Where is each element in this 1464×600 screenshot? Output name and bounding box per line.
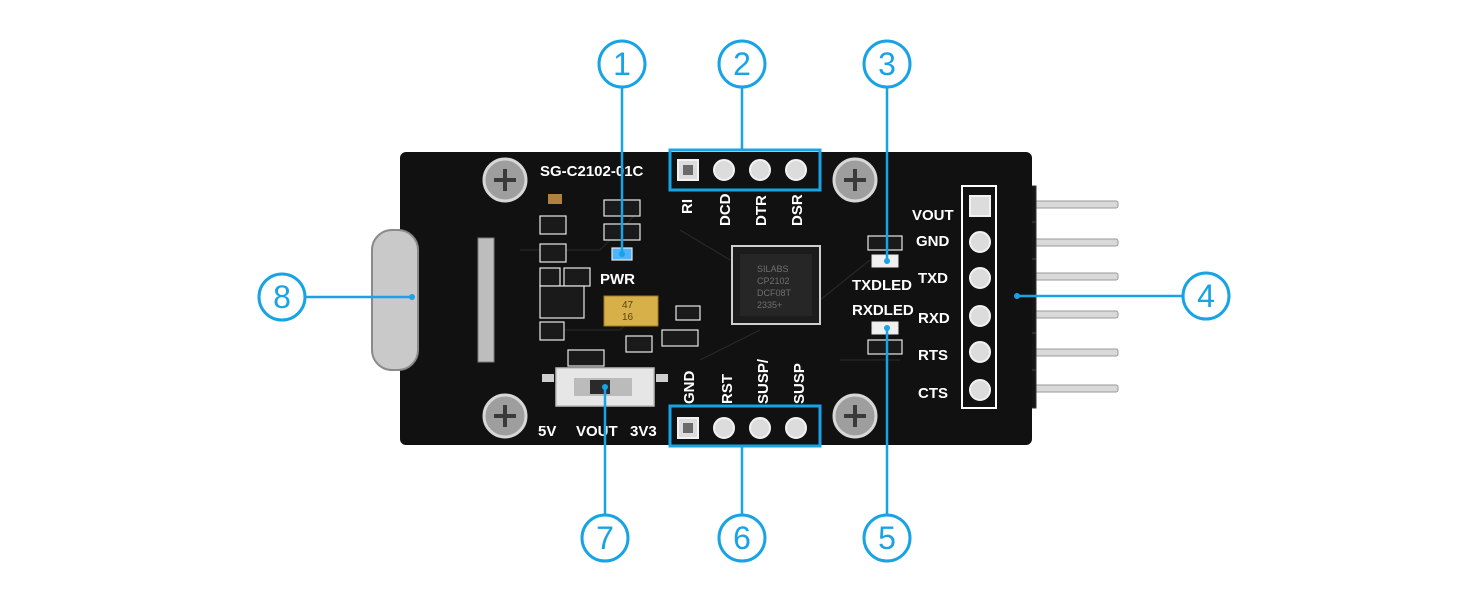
right-header-pads (969, 195, 991, 401)
cap-text-2: 16 (622, 312, 634, 323)
pin-shaft (1029, 238, 1119, 247)
header-pad (785, 159, 807, 181)
pin-label-rxd: RXD (918, 310, 950, 327)
pin-label-dsr: DSR (789, 194, 806, 226)
pin-label-vout: VOUT (912, 207, 954, 224)
callout-6: 6 (717, 513, 767, 563)
header-pad (969, 379, 991, 401)
header-pad (969, 267, 991, 289)
pin-shaft (1029, 384, 1119, 393)
switch-label-vout: VOUT (576, 423, 618, 440)
callout-number: 5 (878, 520, 896, 556)
tantalum-capacitor: 47 16 (603, 295, 659, 327)
callout-number: 6 (733, 520, 751, 556)
callout-8: 8 (257, 272, 307, 322)
txled-label: TXDLED (852, 277, 912, 294)
board-model: SG-C2102-01C (540, 163, 644, 180)
callout-3: 3 (862, 39, 912, 89)
pin-label-gnd-right: GND (916, 233, 950, 250)
pin-label-gnd: GND (681, 371, 698, 405)
mounting-screw (482, 157, 528, 203)
cp2102-chip: SILABS CP2102 DCF08T 2335+ (731, 245, 821, 325)
pin-label-dtr: DTR (753, 195, 770, 226)
cap-text-1: 47 (622, 300, 634, 311)
callout-number: 3 (878, 46, 896, 82)
pwr-label: PWR (600, 271, 635, 288)
chip-text-1: SILABS (757, 264, 789, 274)
pin-label-rts: RTS (918, 347, 948, 364)
switch-label-5v: 5V (538, 423, 556, 440)
callout-number: 4 (1197, 278, 1215, 314)
pin-label-ri: RI (679, 199, 696, 214)
header-pad (713, 159, 735, 181)
pin-label-susp: SUSP (791, 363, 808, 404)
callout-4: 4 (1181, 271, 1231, 321)
callout-1: 1 (597, 39, 647, 89)
rxled-label: RXDLED (852, 302, 914, 319)
pin-label-dcd: DCD (717, 193, 734, 226)
pin-label-rst: RST (719, 374, 736, 404)
mounting-screw (832, 393, 878, 439)
callout-5: 5 (862, 513, 912, 563)
callout-number: 7 (596, 520, 614, 556)
header-pad (969, 341, 991, 363)
mounting-screw (482, 393, 528, 439)
pin-label-susp-bar: SUSP/ (755, 358, 772, 404)
pin-shaft (1029, 272, 1119, 281)
pin-shaft (1029, 200, 1119, 209)
mounting-screw (832, 157, 878, 203)
chip-text-3: DCF08T (757, 288, 792, 298)
callout-box-top-header (668, 148, 822, 192)
pin-shaft (1029, 310, 1119, 319)
header-pad (713, 417, 735, 439)
chip-text-4: 2335+ (757, 300, 782, 310)
pin-shaft (1029, 348, 1119, 357)
callout-2: 2 (717, 39, 767, 89)
header-pad (969, 305, 991, 327)
chip-text-2: CP2102 (757, 276, 790, 286)
header-pad (969, 195, 991, 217)
switch-label-3v3: 3V3 (630, 423, 657, 440)
pin-label-cts: CTS (918, 385, 948, 402)
top-header-pads (677, 159, 807, 181)
callout-7: 7 (580, 513, 630, 563)
header-pad (749, 159, 771, 181)
callout-number: 1 (613, 46, 631, 82)
header-pad (969, 231, 991, 253)
callout-number: 8 (273, 279, 291, 315)
callout-number: 2 (733, 46, 751, 82)
header-pad (785, 417, 807, 439)
header-pad (749, 417, 771, 439)
bottom-header-pads (677, 417, 807, 439)
pin-label-txd: TXD (918, 270, 948, 287)
callout-box-bottom-header (668, 404, 822, 448)
